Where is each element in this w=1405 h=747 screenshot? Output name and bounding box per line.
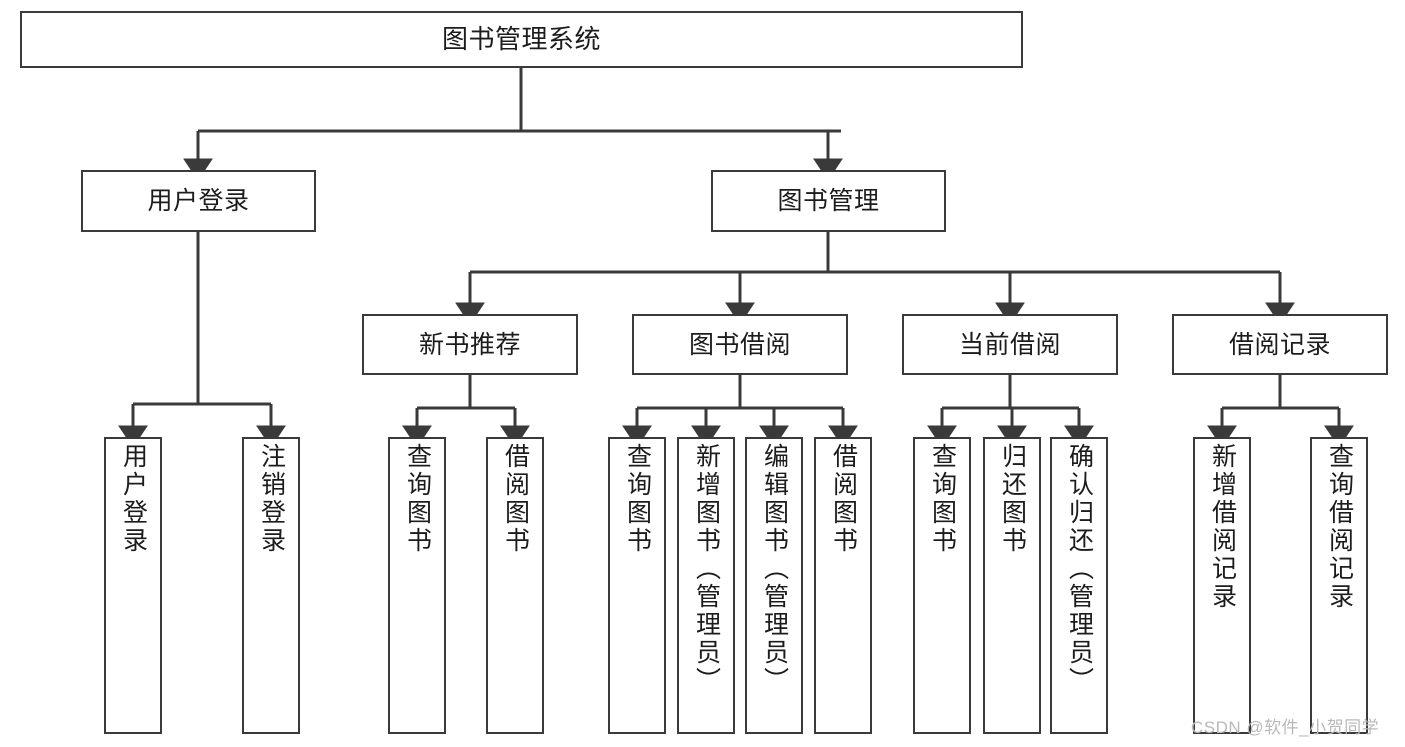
node-current-borrow-label: 当前借阅 [958, 330, 1061, 359]
node-user-login-label: 用户登录 [147, 187, 250, 215]
leaf-edit-book-admin[interactable]: 编辑图书（管理员） [745, 437, 803, 734]
leaf-logout[interactable]: 注销登录 [242, 437, 300, 734]
node-book-management[interactable]: 图书管理 [711, 170, 946, 232]
leaf-add-borrow-record[interactable]: 新增借阅记录 [1193, 437, 1251, 734]
leaf-query-book-recommend[interactable]: 查询图书 [388, 437, 446, 734]
leaf-confirm-return-admin[interactable]: 确认归还（管理员） [1050, 437, 1108, 734]
leaf-query-book-borrow[interactable]: 查询图书 [608, 437, 666, 734]
node-borrow-record-label: 借阅记录 [1228, 330, 1331, 359]
leaf-confirm-return-admin-label: 确认归还（管理员） [1065, 443, 1094, 695]
node-book-management-label: 图书管理 [777, 187, 880, 215]
leaf-query-book-current[interactable]: 查询图书 [913, 437, 971, 734]
node-root[interactable]: 图书管理系统 [20, 11, 1023, 68]
node-root-label: 图书管理系统 [441, 23, 601, 54]
csdn-watermark: CSDN @软件_小贺同学 [1191, 718, 1380, 737]
leaf-add-book-admin-label: 新增图书（管理员） [692, 443, 721, 695]
leaf-return-book[interactable]: 归还图书 [983, 437, 1041, 734]
leaf-borrow-book-recommend-label: 借阅图书 [501, 443, 530, 555]
leaf-return-book-label: 归还图书 [998, 443, 1027, 555]
leaf-edit-book-admin-label: 编辑图书（管理员） [760, 443, 789, 695]
leaf-query-book-current-label: 查询图书 [928, 443, 957, 555]
leaf-borrow-book[interactable]: 借阅图书 [814, 437, 872, 734]
leaf-user-login-label: 用户登录 [119, 443, 148, 555]
leaf-user-login[interactable]: 用户登录 [104, 437, 162, 734]
node-user-login[interactable]: 用户登录 [81, 170, 316, 232]
node-borrow-record[interactable]: 借阅记录 [1172, 314, 1388, 375]
leaf-logout-label: 注销登录 [257, 443, 286, 555]
node-current-borrow[interactable]: 当前借阅 [902, 314, 1118, 375]
leaf-add-book-admin[interactable]: 新增图书（管理员） [677, 437, 735, 734]
leaf-query-book-recommend-label: 查询图书 [403, 443, 432, 555]
node-book-borrow-label: 图书借阅 [688, 330, 791, 359]
node-book-borrow[interactable]: 图书借阅 [632, 314, 848, 375]
leaf-borrow-book-recommend[interactable]: 借阅图书 [486, 437, 544, 734]
leaf-query-borrow-record[interactable]: 查询借阅记录 [1310, 437, 1368, 734]
leaf-add-borrow-record-label: 新增借阅记录 [1208, 443, 1237, 611]
leaf-query-borrow-record-label: 查询借阅记录 [1325, 443, 1354, 611]
leaf-query-book-borrow-label: 查询图书 [623, 443, 652, 555]
node-new-book-recommend-label: 新书推荐 [418, 330, 521, 359]
node-new-book-recommend[interactable]: 新书推荐 [362, 314, 578, 375]
leaf-borrow-book-label: 借阅图书 [829, 443, 858, 555]
